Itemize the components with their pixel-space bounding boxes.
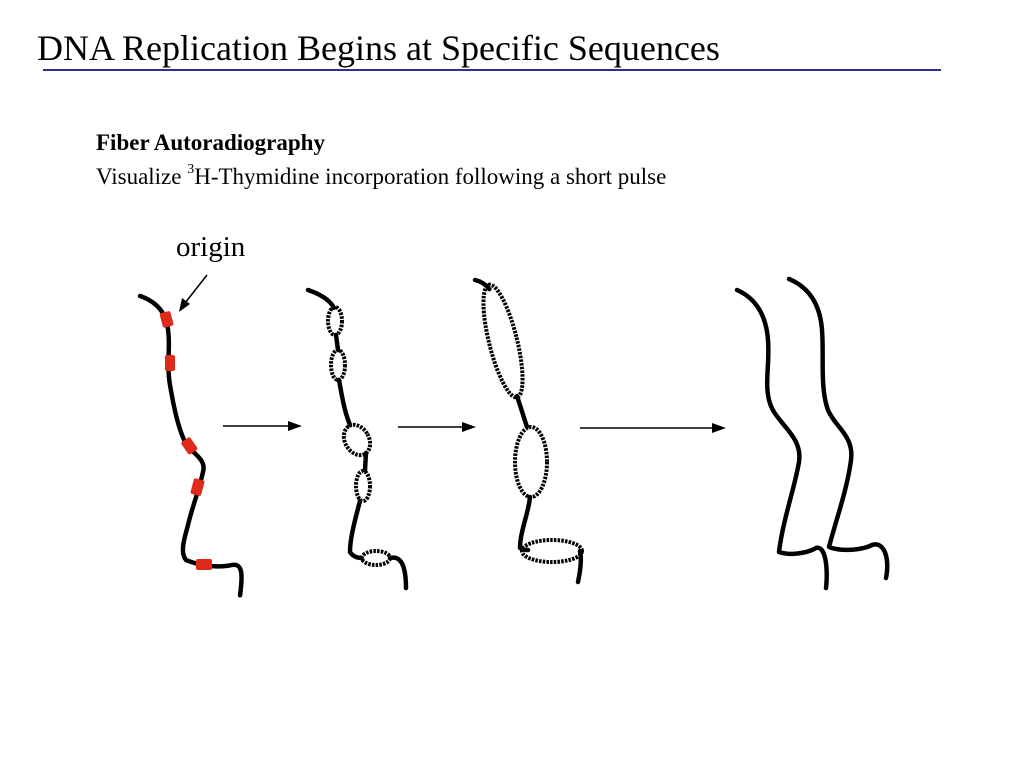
labeled-origin-mark — [165, 355, 175, 371]
replication-bubble — [326, 305, 344, 337]
description-prefix: Visualize — [96, 164, 188, 189]
origin-pointer-arrow — [179, 274, 208, 312]
replication-bubble — [329, 348, 347, 382]
labeled-origin-mark — [159, 311, 174, 328]
description-suffix: H-Thymidine incorporation following a sh… — [194, 164, 667, 189]
replication-bubble — [481, 282, 525, 400]
daughter-fiber — [734, 287, 829, 591]
stage-3-large-bubbles — [472, 277, 584, 585]
labeled-origin-mark — [190, 478, 205, 496]
progression-arrow — [398, 422, 476, 432]
replication-bubble — [520, 538, 584, 564]
origin-label: origin — [176, 231, 246, 263]
replication-bubble — [513, 425, 549, 499]
slide-title: DNA Replication Begins at Specific Seque… — [37, 28, 720, 68]
progression-arrow — [223, 421, 302, 431]
progression-arrow — [580, 423, 726, 433]
description: Visualize 3H-Thymidine incorporation fol… — [96, 163, 666, 191]
daughter-fiber — [786, 276, 890, 581]
replication-bubble — [354, 469, 372, 503]
stage-2-small-bubbles — [305, 287, 409, 592]
replication-bubble — [360, 549, 392, 567]
subtitle: Fiber Autoradiography — [96, 130, 325, 155]
stage-1-fiber — [137, 293, 244, 599]
replication-bubble — [341, 422, 373, 458]
title-underline — [43, 69, 941, 71]
labeled-origin-mark — [181, 437, 198, 455]
labeled-origin-mark — [196, 559, 212, 570]
isotope-superscript: 3 — [187, 162, 195, 178]
stage-4-daughter-fibers — [734, 276, 890, 591]
